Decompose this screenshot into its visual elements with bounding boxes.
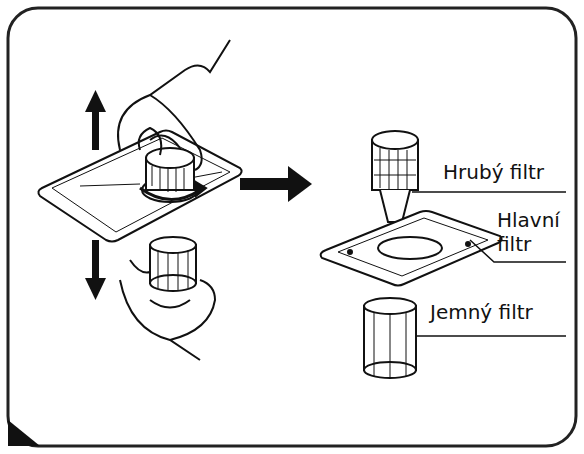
pull-arrows (85, 90, 106, 300)
corner-mark (8, 420, 40, 446)
part-label: Jemný filtr (430, 300, 570, 324)
frame (8, 8, 576, 446)
part-label: Hrubý filtr (443, 160, 568, 184)
step-arrow (240, 166, 312, 202)
part-label: Hlavní filtr (497, 208, 575, 256)
left-assembly (38, 40, 241, 360)
